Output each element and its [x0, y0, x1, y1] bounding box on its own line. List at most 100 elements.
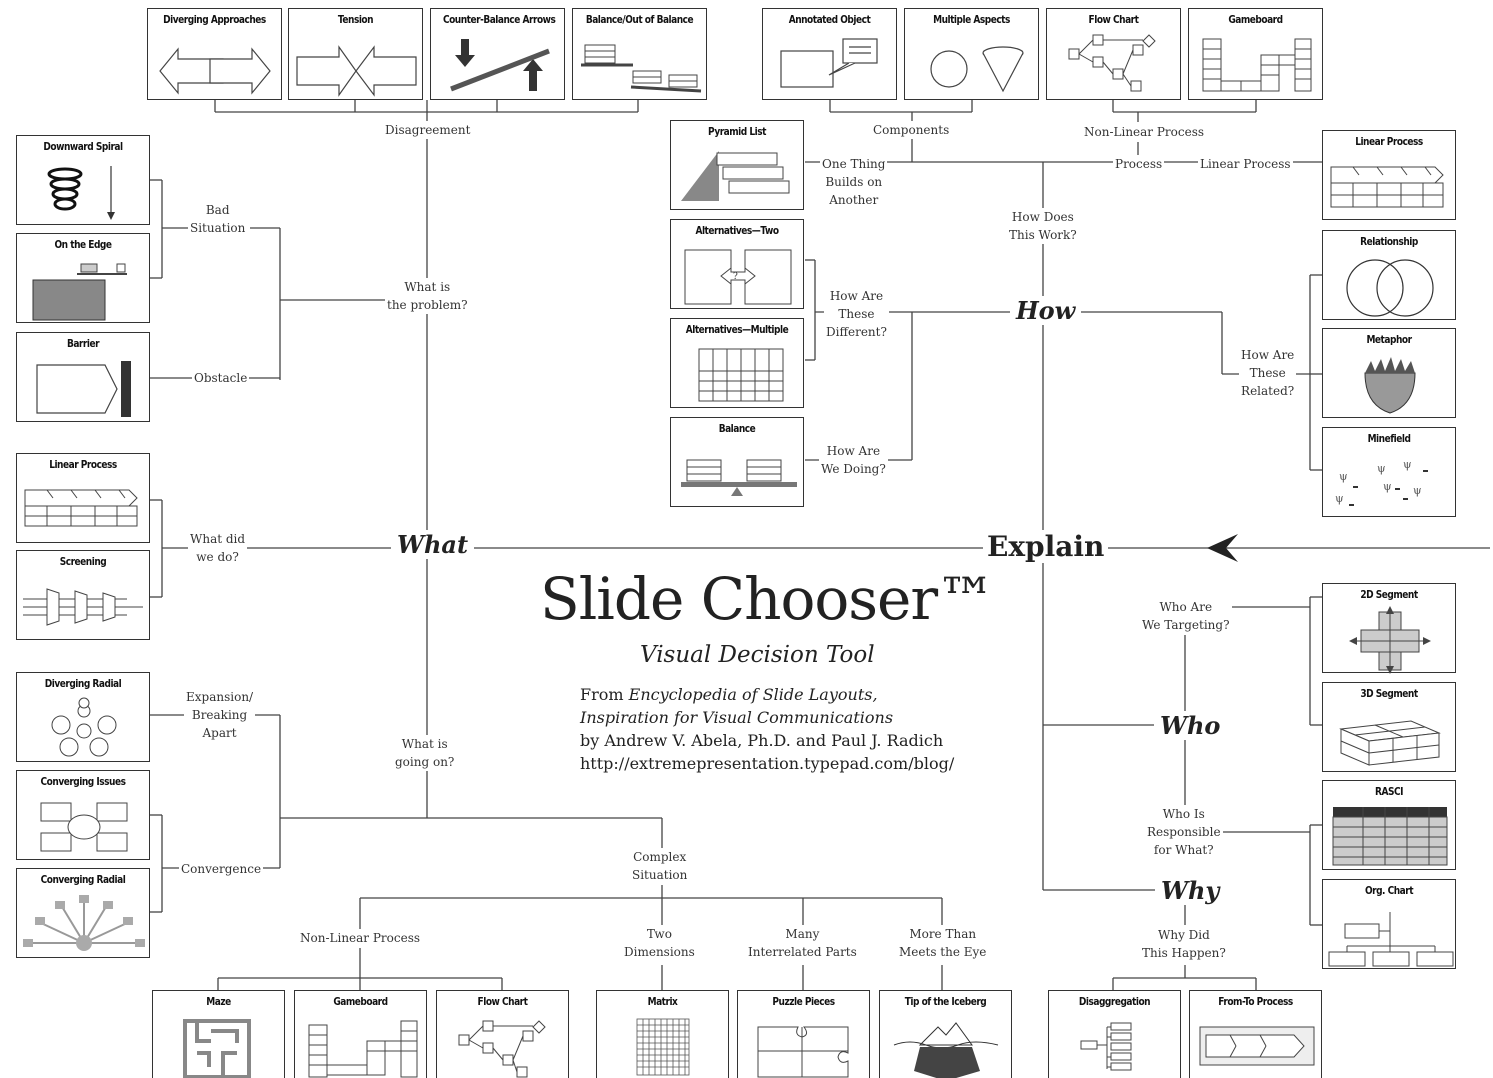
- question-how-work: How Does This Work?: [1007, 208, 1079, 244]
- on-the-edge-icon: [32, 263, 127, 321]
- box-screening[interactable]: Screening: [16, 550, 150, 640]
- box-disaggregation[interactable]: Disaggregation: [1048, 990, 1181, 1078]
- box-rasci[interactable]: RASCI: [1322, 780, 1456, 870]
- box-2d-segment[interactable]: 2D Segment: [1322, 583, 1456, 674]
- hub-why: Why: [1155, 876, 1226, 905]
- question-what-problem: What is the problem?: [385, 278, 470, 314]
- page-title: Slide Chooser™: [540, 565, 995, 633]
- box-matrix[interactable]: Matrix: [596, 990, 729, 1078]
- box-org-chart[interactable]: Org. Chart: [1322, 879, 1456, 969]
- label-one-thing: One Thing Builds on Another: [820, 155, 888, 209]
- pyramid-list-icon: [681, 151, 790, 201]
- box-gameboard-top[interactable]: Gameboard: [1188, 8, 1323, 100]
- box-balance-out-of-balance[interactable]: Balance/Out of Balance: [572, 8, 707, 100]
- credits: From Encyclopedia of Slide Layouts, Insp…: [580, 683, 954, 775]
- box-metaphor[interactable]: Metaphor: [1322, 328, 1456, 418]
- diverging-approaches-icon: [159, 47, 271, 95]
- label-disagreement: Disagreement: [383, 121, 473, 139]
- hub-who: Who: [1154, 711, 1227, 740]
- org-chart-icon: [1328, 912, 1454, 967]
- box-linear-process-right[interactable]: Linear Process: [1322, 130, 1456, 220]
- question-who-targeting: Who Are We Targeting?: [1140, 598, 1232, 634]
- label-linear-process: Linear Process: [1198, 155, 1293, 173]
- metaphor-icon: [1364, 357, 1416, 414]
- question-how-related: How Are These Related?: [1239, 346, 1297, 400]
- question-how-doing: How Are We Doing?: [819, 442, 888, 478]
- box-puzzle-pieces[interactable]: Puzzle Pieces: [737, 990, 870, 1078]
- diverging-radial-icon: [51, 697, 117, 757]
- label-two-dimensions: Two Dimensions: [622, 925, 697, 961]
- downward-spiral-icon: [47, 166, 115, 220]
- label-nonlinear-bottom: Non-Linear Process: [298, 929, 423, 947]
- credits-authors: by Andrew V. Abela, Ph.D. and Paul J. Ra…: [580, 731, 944, 750]
- puzzle-pieces-icon: [757, 1026, 849, 1078]
- question-what-going-on: What is going on?: [393, 735, 457, 771]
- label-complex-situation: Complex Situation: [630, 848, 690, 884]
- box-counter-balance-arrows[interactable]: Counter-Balance Arrows: [430, 8, 565, 100]
- box-relationship[interactable]: Relationship: [1322, 230, 1456, 320]
- box-alternatives-multiple[interactable]: Alternatives—Multiple: [670, 318, 804, 408]
- gameboard-icon: [308, 1020, 418, 1078]
- question-who-responsible: Who Is Responsible for What?: [1145, 805, 1223, 859]
- annotated-object-icon: [780, 38, 878, 88]
- balance-out-icon: [581, 44, 702, 93]
- rasci-icon: [1332, 807, 1448, 866]
- box-diverging-radial[interactable]: Diverging Radial: [16, 672, 150, 762]
- label-more-than: More Than Meets the Eye: [897, 925, 989, 961]
- arrowhead: [1207, 534, 1238, 562]
- box-converging-radial[interactable]: Converging Radial: [16, 868, 150, 958]
- box-alternatives-two[interactable]: Alternatives—Two ?: [670, 219, 804, 309]
- label-obstacle: Obstacle: [192, 369, 250, 387]
- box-pyramid-list[interactable]: Pyramid List: [670, 120, 804, 210]
- box-gameboard-bottom[interactable]: Gameboard: [294, 990, 427, 1078]
- label-expansion: Expansion/ Breaking Apart: [184, 688, 256, 742]
- hub-explain: Explain: [983, 530, 1109, 563]
- credits-from: From: [580, 685, 624, 704]
- box-barrier[interactable]: Barrier: [16, 332, 150, 422]
- box-balance[interactable]: Balance: [670, 417, 804, 507]
- box-3d-segment[interactable]: 3D Segment: [1322, 682, 1456, 772]
- credits-url[interactable]: http://extremepresentation.typepad.com/b…: [580, 754, 955, 773]
- box-maze[interactable]: Maze: [152, 990, 285, 1078]
- svg-text:ψ: ψ: [1339, 470, 1348, 483]
- gameboard-icon: [1202, 38, 1312, 92]
- balance-icon: [681, 459, 797, 496]
- 2d-segment-icon: [1349, 606, 1431, 674]
- box-from-to-process[interactable]: From-To Process: [1189, 990, 1322, 1078]
- box-annotated-object[interactable]: Annotated Object: [762, 8, 897, 100]
- alternatives-two-icon: ?: [684, 249, 792, 305]
- box-tip-of-the-iceberg[interactable]: Tip of the Iceberg: [879, 990, 1012, 1078]
- question-what-did: What did we do?: [188, 530, 248, 566]
- box-diverging-approaches[interactable]: Diverging Approaches: [147, 8, 282, 100]
- tension-icon: [296, 45, 417, 97]
- box-flow-chart-top[interactable]: Flow Chart: [1046, 8, 1181, 100]
- converging-radial-icon: [23, 895, 145, 951]
- credits-source: From Encyclopedia of Slide Layouts,: [580, 683, 954, 706]
- box-downward-spiral[interactable]: Downward Spiral: [16, 135, 150, 225]
- label-bad-situation: Bad Situation: [188, 201, 248, 237]
- label-nonlinear-top: Non-Linear Process: [1082, 123, 1207, 141]
- credits-book-subtitle: Inspiration for Visual Communications: [580, 708, 894, 727]
- svg-text:ψ: ψ: [1413, 484, 1422, 497]
- maze-icon: [183, 1019, 251, 1078]
- box-linear-process-left[interactable]: Linear Process: [16, 453, 150, 543]
- svg-text:ψ: ψ: [1377, 462, 1386, 475]
- box-converging-issues[interactable]: Converging Issues: [16, 770, 150, 860]
- box-tension[interactable]: Tension: [288, 8, 423, 100]
- relationship-icon: [1346, 259, 1434, 317]
- svg-text:ψ: ψ: [1335, 492, 1344, 505]
- label-process: Process: [1113, 155, 1165, 173]
- box-flow-chart-bottom[interactable]: Flow Chart: [436, 990, 569, 1078]
- label-many-parts: Many Interrelated Parts: [746, 925, 859, 961]
- question-why-happen: Why Did This Happen?: [1140, 926, 1228, 962]
- svg-text:ψ: ψ: [1383, 480, 1392, 493]
- barrier-icon: [36, 361, 131, 417]
- box-on-the-edge[interactable]: On the Edge: [16, 233, 150, 323]
- question-how-different: How Are These Different?: [824, 287, 889, 341]
- disaggregation-icon: [1080, 1022, 1132, 1071]
- box-multiple-aspects[interactable]: Multiple Aspects: [904, 8, 1039, 100]
- flow-chart-icon: [1068, 34, 1156, 92]
